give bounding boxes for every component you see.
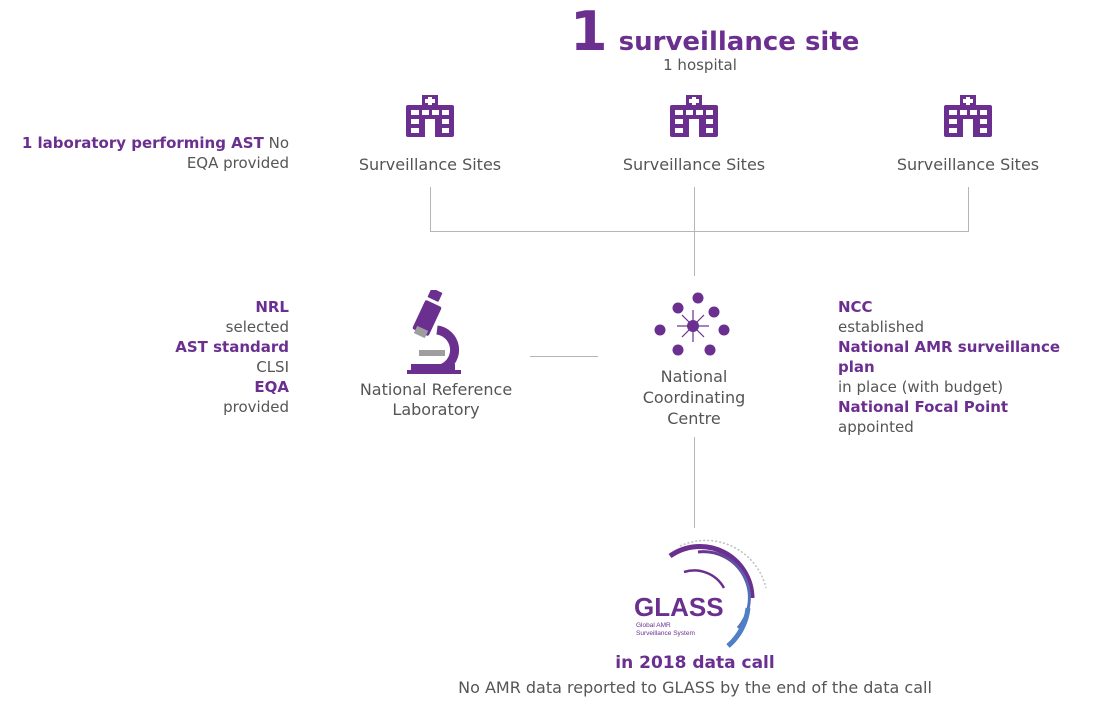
lab-info: 1 laboratory performing AST No EQA provi…: [0, 133, 289, 173]
lab-info-rest-1: No: [263, 134, 289, 152]
ncc-info-line: National Focal Point: [838, 398, 1009, 416]
ncc-label-line: National: [660, 367, 728, 386]
ncc-label-line: Centre: [667, 409, 721, 428]
glass-tagline: Surveillance System: [636, 630, 695, 637]
glass-logo-text: GLASS: [634, 592, 724, 622]
nrl-info-line: AST standard: [175, 338, 289, 356]
connector-line: [694, 231, 695, 276]
connector-line: [530, 356, 598, 357]
ncc-info: NCC established National AMR surveillanc…: [838, 297, 1098, 437]
ncc-info-line: in place (with budget): [838, 378, 1004, 396]
site-label: Surveillance Sites: [622, 155, 766, 174]
ncc-info-line: appointed: [838, 418, 914, 436]
connector-line: [968, 187, 969, 231]
nrl-label-line: Laboratory: [392, 400, 480, 419]
header-subtitle: 1 hospital: [663, 56, 737, 74]
nrl-info: NRL selected AST standard CLSI EQA provi…: [0, 297, 289, 417]
glass-logo: GLASS Global AMR Surveillance System: [634, 539, 767, 648]
footer-note: No AMR data reported to GLASS by the end…: [458, 678, 932, 697]
lab-info-highlight: 1 laboratory performing AST: [21, 134, 264, 152]
ncc-label: National Coordinating Centre: [594, 366, 794, 429]
ncc-info-line: National AMR surveillance plan: [838, 338, 1061, 376]
nrl-info-line: CLSI: [256, 358, 289, 376]
hospital-icon: [406, 95, 454, 137]
connector-line: [430, 187, 431, 231]
ncc-label-line: Coordinating: [642, 388, 746, 407]
site-label: Surveillance Sites: [358, 155, 502, 174]
connector-line: [694, 437, 695, 528]
hospital-icon: [944, 95, 992, 137]
footer-title: in 2018 data call: [615, 653, 775, 673]
header-title: surveillance site: [618, 27, 860, 57]
header: 1 surveillance site: [570, 2, 859, 62]
nrl-label-line: National Reference: [359, 380, 513, 399]
nrl-info-line: EQA: [254, 378, 289, 396]
site-label: Surveillance Sites: [896, 155, 1040, 174]
site-count: 1: [570, 0, 608, 63]
lab-info-rest-2: EQA provided: [186, 154, 289, 172]
connector-line: [430, 231, 969, 232]
microscope-icon: [407, 290, 461, 374]
glass-tagline: Global AMR: [636, 622, 671, 629]
nrl-info-line: NRL: [255, 298, 289, 316]
network-icon: [654, 292, 730, 356]
connector-line: [694, 187, 695, 231]
nrl-info-line: selected: [225, 318, 289, 336]
ncc-info-line: established: [838, 318, 925, 336]
hospital-icon: [670, 95, 718, 137]
nrl-info-line: provided: [223, 398, 289, 416]
nrl-label: National Reference Laboratory: [336, 380, 536, 420]
ncc-info-line: NCC: [838, 298, 873, 316]
